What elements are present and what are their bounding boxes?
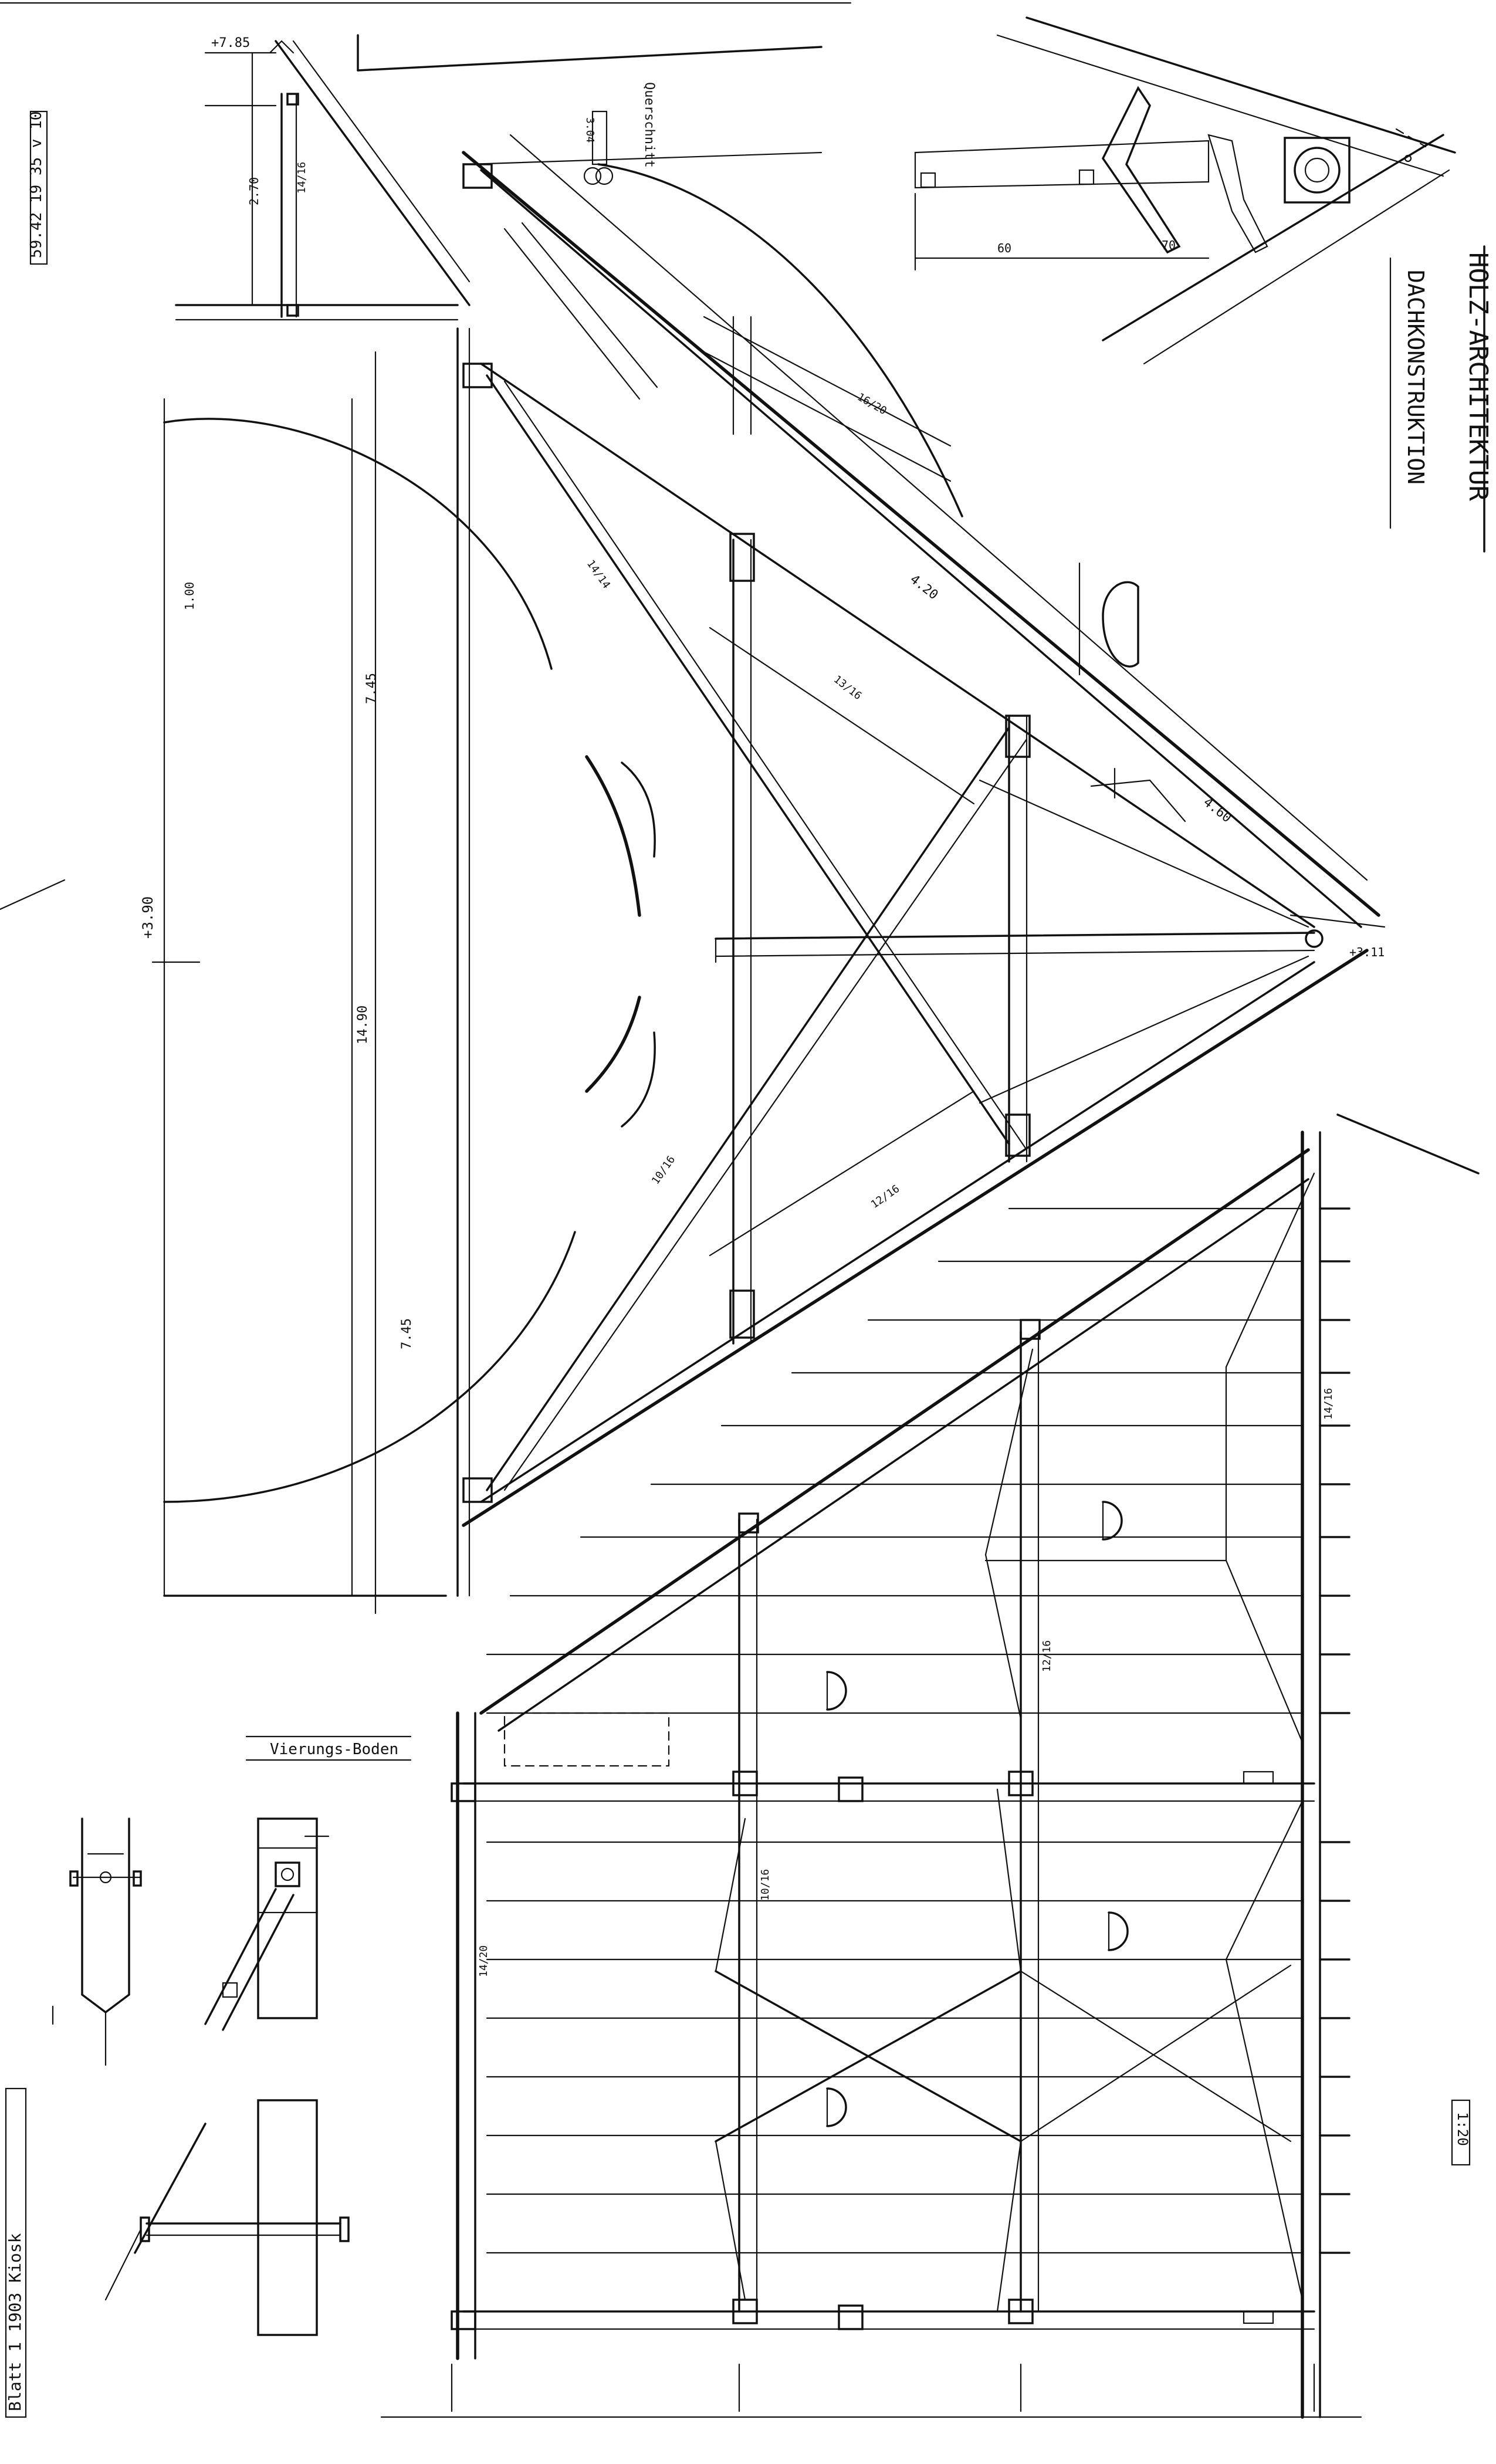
top-floor-lines: Querschnitt 3.04 bbox=[357, 34, 963, 517]
eaves-dim-top: +7.85 bbox=[211, 36, 250, 50]
bottom-left-stamp: Blatt 1 1903 Kiosk bbox=[5, 2087, 27, 2418]
margin-mark bbox=[0, 879, 66, 911]
small-section-label: Querschnitt bbox=[642, 82, 656, 168]
rafter-dim-b: 4.60 bbox=[1200, 795, 1234, 825]
truss-span-a: 7.45 bbox=[364, 673, 379, 704]
eaves-member: 14/16 bbox=[296, 162, 308, 194]
profile-symbol bbox=[1078, 562, 1186, 823]
bottom-left-stamp-text: Blatt 1 1903 Kiosk bbox=[5, 2233, 25, 2411]
rafter-dim-a: 4.20 bbox=[907, 572, 940, 603]
member-label-7: 14/20 bbox=[478, 1945, 490, 1977]
margin-mark-right bbox=[1336, 1113, 1480, 1175]
member-label-6: 16/20 bbox=[855, 391, 889, 417]
truss-dim-mid: +3.90 bbox=[140, 896, 156, 939]
title-block: HOLZ-ARCHITEKTUR DACHKONSTRUKTION bbox=[1389, 245, 1493, 553]
truss-span-b: 14.90 bbox=[356, 1006, 370, 1044]
drawing-subtitle: DACHKONSTRUKTION bbox=[1403, 270, 1429, 485]
eaves-dim-1: 2.70 bbox=[247, 177, 261, 205]
top-left-stamp-text: 59.42 19 35 v 10 bbox=[28, 111, 45, 258]
roof-truss: +3.90 7.45 14.90 7.45 1.00 bbox=[140, 134, 1386, 1615]
member-label-3: 14/14 bbox=[584, 558, 612, 591]
plan-label: Vierungs-Boden bbox=[270, 1741, 398, 1758]
member-label-9: 12/16 bbox=[1041, 1640, 1053, 1672]
member-label-4: 10/16 bbox=[649, 1153, 678, 1186]
top-dim-mid: 3.04 bbox=[584, 117, 596, 143]
truss-apex-dim: +3.11 bbox=[1349, 945, 1385, 959]
roof-plan: 14/20 10/16 12/16 14/16 Vierungs-Boden bbox=[245, 1131, 1362, 2419]
detail-dim-a: 60 bbox=[997, 241, 1011, 255]
truss-span-c: 7.45 bbox=[400, 1318, 414, 1349]
eaves-detail: +7.85 2.70 14/16 bbox=[175, 36, 471, 321]
member-label-8: 10/16 bbox=[759, 1869, 771, 1901]
ridge-detail: 60 70 bbox=[914, 16, 1456, 365]
member-label-5: 12/16 bbox=[869, 1183, 902, 1211]
top-left-stamp: 59.42 19 35 v 10 bbox=[28, 110, 48, 265]
truss-dim-left: 1.00 bbox=[182, 582, 197, 610]
member-label-10: 14/16 bbox=[1322, 1388, 1335, 1420]
scale-stamp-text: 1:20 bbox=[1454, 2112, 1471, 2146]
drawing-title: HOLZ-ARCHITEKTUR bbox=[1463, 252, 1493, 501]
purlins bbox=[486, 1207, 1304, 2254]
scale-stamp: 1:20 bbox=[1451, 2099, 1471, 2166]
member-label-2: 13/16 bbox=[831, 673, 864, 702]
detail-dim-b: 70 bbox=[1162, 238, 1176, 252]
rafter-tails bbox=[1319, 1207, 1351, 2254]
connection-details bbox=[52, 1817, 350, 2336]
